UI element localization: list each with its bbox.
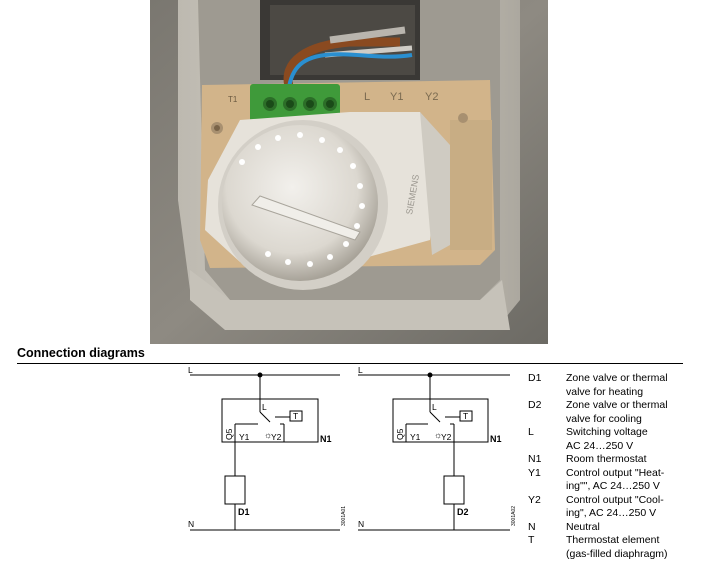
legend-key: N1: [528, 453, 542, 465]
legend-row-y2: Y2 Control output "Cool-ing", AC 24…250 …: [520, 494, 703, 521]
legend-row-t: T Thermostat element(gas-filled diaphrag…: [520, 534, 703, 561]
contact-code: Q5: [224, 428, 234, 440]
cooling-sun-icon: ☼: [434, 430, 442, 440]
switch-contact: [429, 411, 441, 423]
label-l: L: [358, 366, 363, 375]
legend-key: N: [528, 520, 536, 533]
heating-sun-icon: ☼: [264, 430, 272, 440]
legend-text: (gas-filled diaphragm): [566, 547, 668, 560]
legend-row-n1: N1 Room thermostat: [520, 453, 703, 467]
label-inner-l: L: [262, 402, 267, 412]
legend-text: Zone valve or thermal: [566, 399, 668, 411]
board-label-y1: Y1: [390, 91, 403, 103]
label-l: L: [188, 366, 193, 375]
label-n1: N1: [490, 434, 502, 444]
label-n1: N1: [320, 434, 332, 444]
legend-key: Y1: [528, 466, 541, 479]
label-inner-l: L: [432, 402, 437, 412]
valve-d1-box: [224, 475, 246, 505]
legend-key: Y2: [528, 493, 541, 506]
heading-rule: [17, 363, 683, 364]
label-t: T: [293, 411, 298, 421]
label-y1: Y1: [410, 432, 421, 442]
label-y1: Y1: [239, 432, 250, 442]
contact-code: Q5: [395, 428, 405, 440]
diagram-d1: [190, 372, 340, 531]
label-y2: Y2: [441, 432, 452, 442]
board-label-t1: T1: [228, 95, 238, 104]
legend-key: D2: [528, 399, 542, 411]
legend-row-y1: Y1 Control output "Heat-ing"", AC 24…250…: [520, 467, 703, 494]
legend-text: Neutral: [566, 520, 600, 533]
legend-text: valve for cooling: [566, 412, 642, 425]
figure-code-1: 3001A01: [341, 506, 347, 526]
legend-text: AC 24…250 V: [566, 439, 634, 452]
thermostat-n1-box: [392, 398, 489, 443]
figure-code-2: 3001A02: [511, 506, 517, 526]
board-label-y2: Y2: [425, 91, 438, 103]
legend-text: Control output "Cool-: [566, 493, 664, 506]
label-n: N: [358, 519, 364, 529]
board-label-l: L: [364, 91, 370, 103]
thermostat-element-t: [459, 410, 473, 422]
label-y2: Y2: [271, 432, 282, 442]
diagram-d2: [358, 372, 510, 531]
thermostat-n1-box: [221, 398, 319, 443]
label-t: T: [463, 411, 468, 421]
legend-text: Thermostat element: [566, 534, 660, 546]
legend-key: L: [528, 426, 534, 438]
legend-text: ing"", AC 24…250 V: [566, 480, 660, 492]
legend-text: Zone valve or thermal: [566, 372, 668, 384]
thermostat-element-t: [289, 410, 303, 422]
label-n: N: [188, 519, 194, 529]
legend-text: Room thermostat: [566, 453, 647, 465]
section-heading: Connection diagrams: [17, 346, 145, 360]
legend-row-n: N Neutral: [520, 521, 703, 535]
legend-text: valve for heating: [566, 385, 644, 398]
legend-key: D1: [528, 372, 542, 384]
legend-text: Control output "Heat-: [566, 466, 665, 479]
thermostat-illustration: T1 L Y1 Y2 SIEMENS: [150, 0, 548, 344]
legend-text: ing", AC 24…250 V: [566, 507, 657, 519]
switch-contact: [259, 411, 271, 423]
connection-diagrams: L N L T Y1 Y2 ☼ Q5 N1 D1 3001A01 L N L T…: [188, 366, 517, 531]
label-d1: D1: [238, 507, 250, 517]
thermostat-photo: T1 L Y1 Y2 SIEMENS: [150, 0, 548, 344]
legend-key: T: [528, 534, 535, 546]
valve-d2-box: [443, 475, 465, 505]
label-d2: D2: [457, 507, 469, 517]
legend-text: Switching voltage: [566, 426, 648, 438]
